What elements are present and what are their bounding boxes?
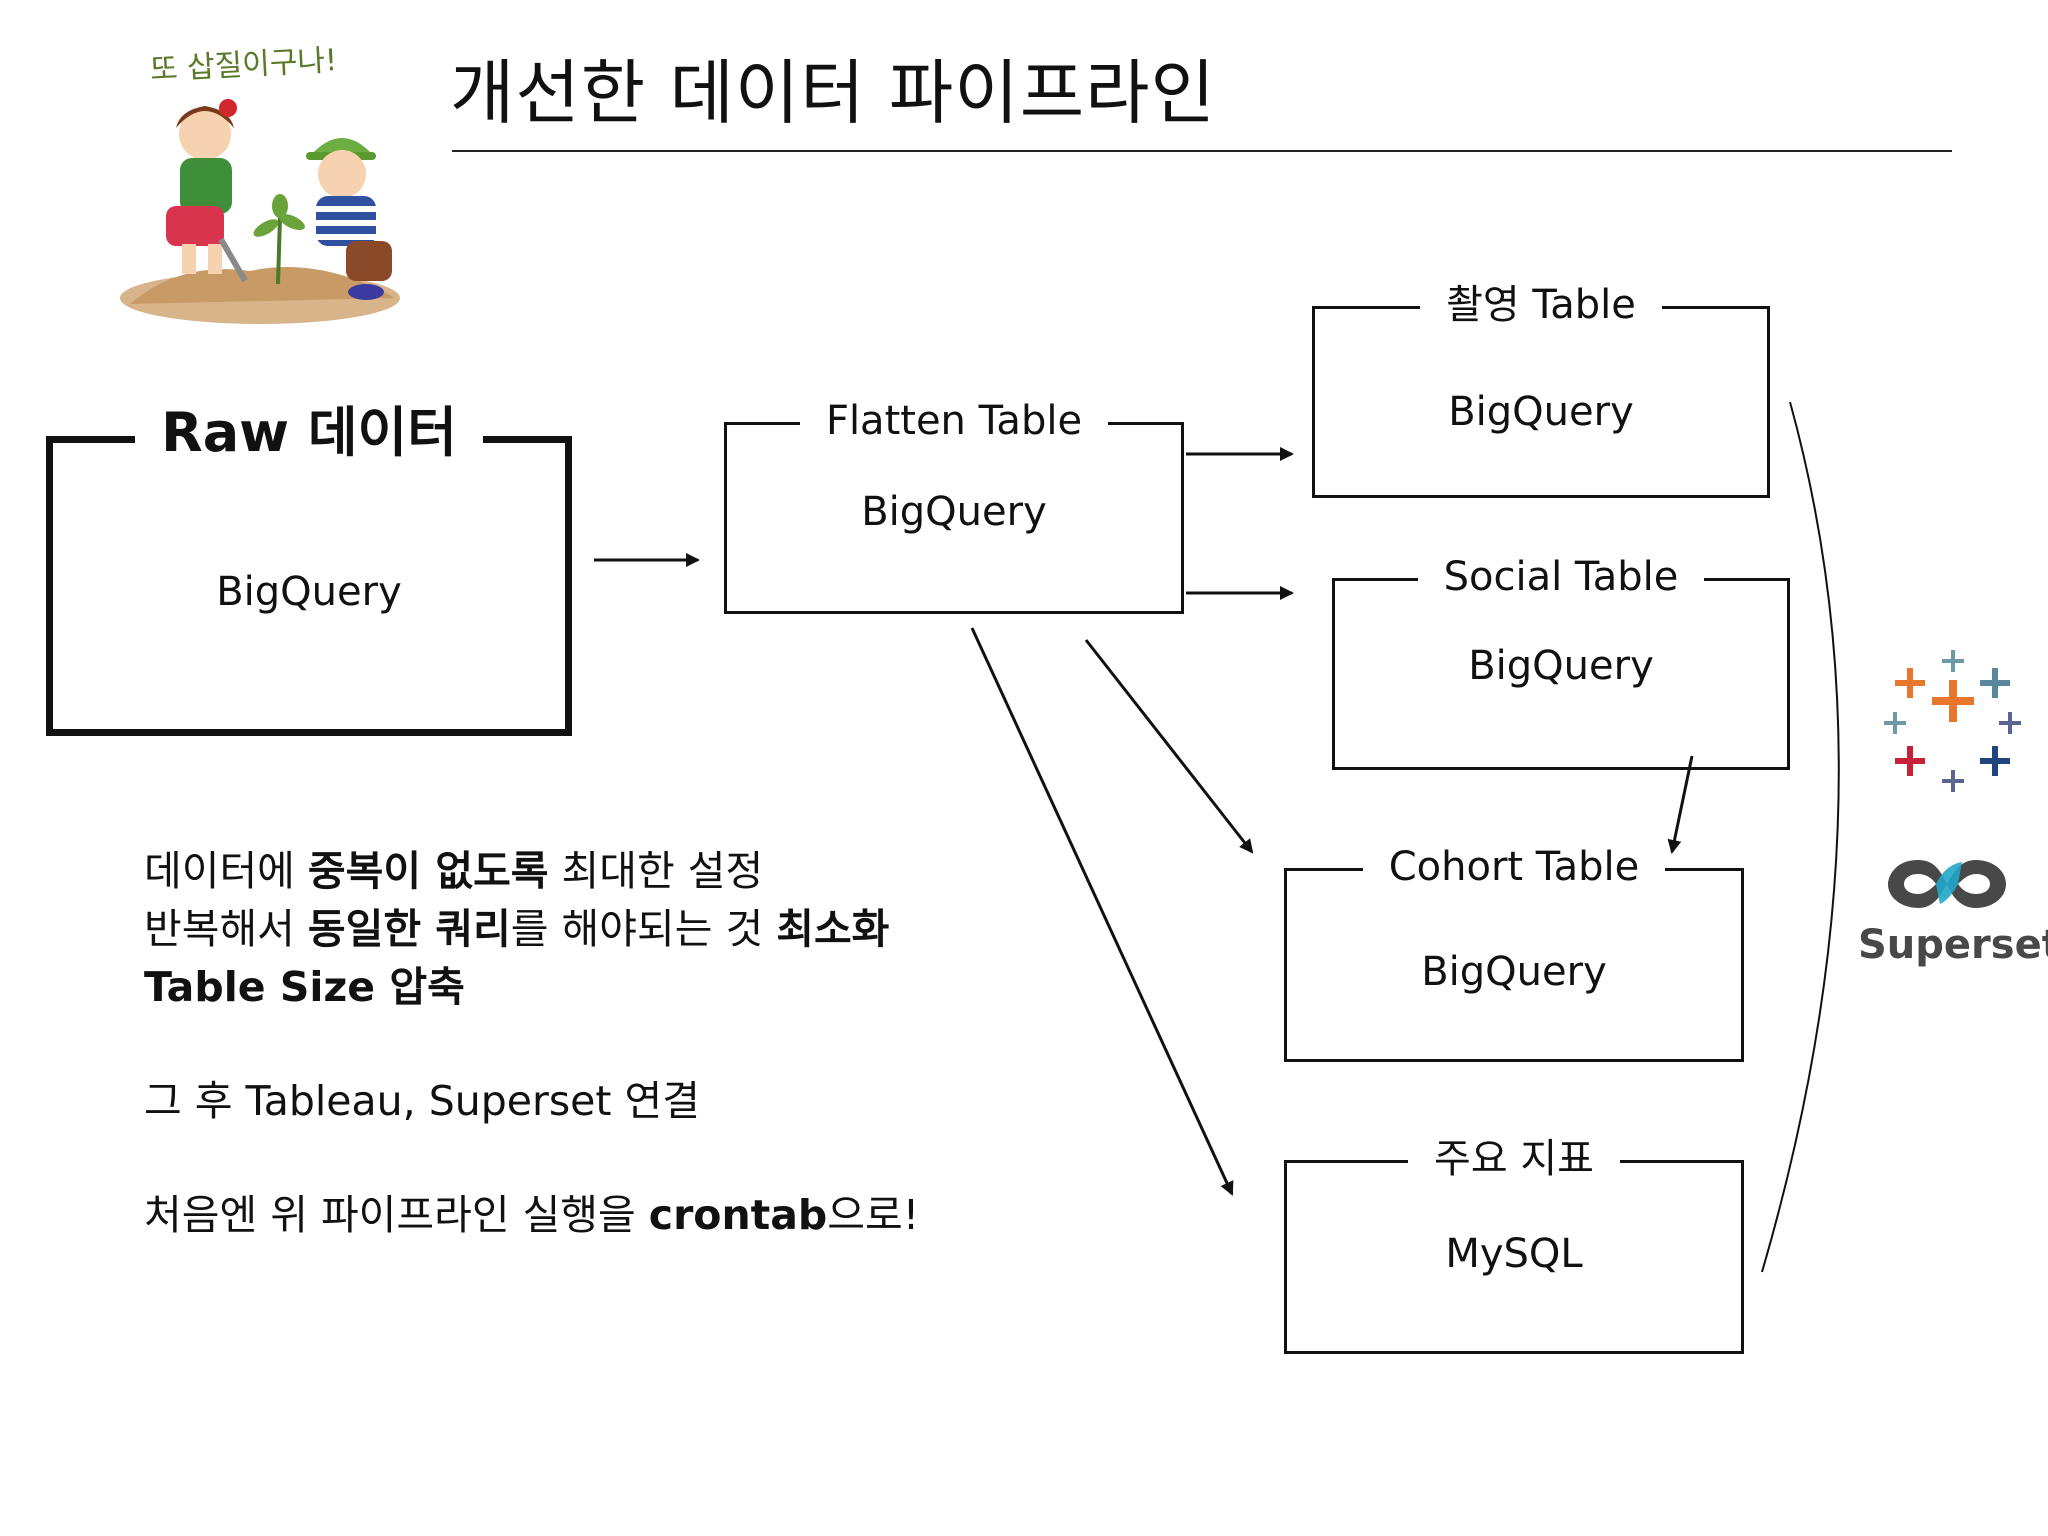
notes-block: 데이터에 중복이 없도록 최대한 설정 반복해서 동일한 쿼리를 해야되는 것 … — [144, 842, 1044, 1244]
kpi-label: 주요 지표 — [1408, 1136, 1620, 1182]
shoot-table-db: BigQuery — [1448, 389, 1634, 435]
bracket-to-bi-tools — [1761, 401, 1840, 1273]
cohort-table-db: BigQuery — [1421, 949, 1607, 995]
raw-data-label: Raw 데이터 — [135, 401, 483, 464]
arrow-flatten-to-kpi — [970, 627, 1234, 1196]
slide-title: 개선한 데이터 파이프라인 — [450, 52, 1216, 134]
tableau-logo-icon — [1884, 650, 2021, 792]
superset-logo-icon — [1888, 860, 2006, 908]
flatten-table-db: BigQuery — [861, 489, 1047, 535]
note-line-2: 반복해서 동일한 쿼리를 해야되는 것 최소화 — [144, 905, 890, 953]
social-table-label: Social Table — [1417, 554, 1705, 600]
title-divider — [452, 150, 1952, 152]
kids-planting-illustration: 또 삽질이구나! — [110, 36, 410, 326]
cohort-table-label: Cohort Table — [1362, 844, 1666, 890]
kpi-db: MySQL — [1445, 1231, 1583, 1277]
shoot-table-label: 촬영 Table — [1420, 282, 1662, 328]
social-table-box: Social Table BigQuery — [1332, 554, 1790, 770]
cohort-table-box: Cohort Table BigQuery — [1284, 844, 1744, 1062]
superset-logo-text: Superset — [1858, 922, 2048, 968]
shoot-table-box: 촬영 Table BigQuery — [1312, 282, 1770, 498]
flatten-table-label: Flatten Table — [799, 398, 1109, 444]
note-line-5: 처음엔 위 파이프라인 실행을 crontab으로! — [144, 1191, 920, 1239]
kpi-box: 주요 지표 MySQL — [1284, 1136, 1744, 1354]
note-line-4: 그 후 Tableau, Superset 연결 — [144, 1077, 700, 1125]
raw-data-box: Raw 데이터 BigQuery — [46, 401, 572, 736]
note-line-1: 데이터에 중복이 없도록 최대한 설정 — [144, 847, 764, 895]
arrow-social-to-cohort — [1667, 755, 1694, 854]
social-table-db: BigQuery — [1468, 643, 1654, 689]
flatten-table-box: Flatten Table BigQuery — [724, 398, 1184, 614]
note-line-3: Table Size 압축 — [144, 963, 465, 1011]
raw-data-db: BigQuery — [216, 569, 402, 615]
arrow-flatten-to-cohort — [1084, 639, 1254, 854]
